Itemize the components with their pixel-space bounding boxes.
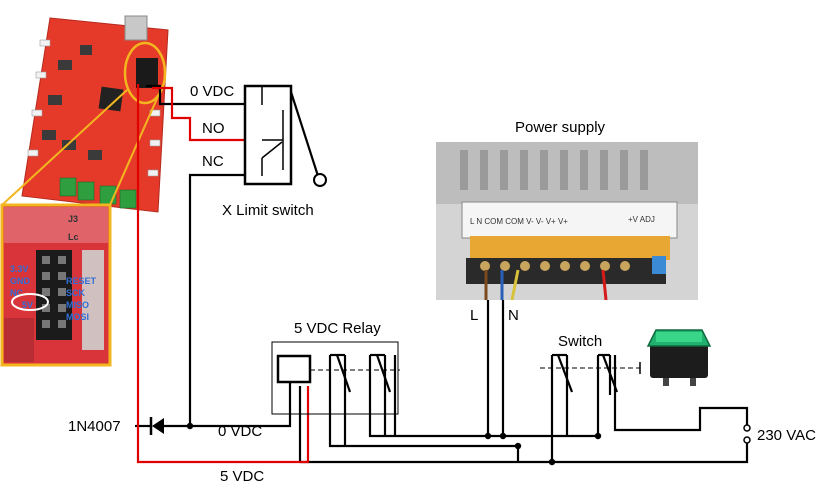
psu-terminal-legend: L N COM COM V- V- V+ V+ <box>470 217 568 226</box>
pin-label-sck: SCK <box>66 288 86 298</box>
pin-label-gnd: GND <box>10 276 31 286</box>
limit-switch <box>243 84 327 187</box>
exp-header-icon <box>136 58 158 88</box>
label-limit-switch: X Limit switch <box>222 202 314 219</box>
voltage-trimmer-icon <box>652 256 666 274</box>
relay-coil-icon <box>276 354 312 384</box>
power-supply-photo: L N COM COM V- V- V+ V+ +V ADJ <box>436 142 698 301</box>
screw-terminals <box>59 177 137 209</box>
junction-dots <box>186 422 602 466</box>
pin-label-nc: NC <box>10 288 23 298</box>
label-l: L <box>470 307 478 324</box>
callout-line-right <box>109 84 164 206</box>
diode-icon <box>149 417 164 435</box>
label-230vac: 230 VAC <box>757 427 816 444</box>
header-label-j3: J3 <box>68 214 78 224</box>
label-5vdc: 5 VDC <box>220 468 264 485</box>
microcontroller-chip-icon <box>98 86 124 112</box>
5v-pin-highlight <box>11 293 49 311</box>
label-diode: 1N4007 <box>68 418 121 435</box>
header-zoom-inset: J3 Lc 3.3V GND NC 5V RESET SCK MISO MOSI <box>0 203 112 367</box>
label-0vdc-bottom: 0 VDC <box>218 423 262 440</box>
label-0vdc-top: 0 VDC <box>190 83 234 100</box>
label-no: NO <box>202 120 225 137</box>
label-n: N <box>508 307 519 324</box>
double-pole-switch <box>540 353 641 436</box>
pin-label-mosi: MOSI <box>66 312 89 322</box>
roller-icon <box>313 173 327 187</box>
callout-line-left <box>1 89 128 206</box>
label-switch: Switch <box>558 333 602 350</box>
relay <box>271 341 400 446</box>
pin-label-5v: 5V <box>22 300 33 310</box>
pin-label-3v3: 3.3V <box>10 264 29 274</box>
rocker-switch-icon <box>646 329 712 386</box>
usb-port-icon <box>124 15 148 41</box>
psu-adj-badge: +V ADJ <box>628 215 655 224</box>
controller-board <box>21 15 169 213</box>
header-label-lc: Lc <box>68 232 79 242</box>
pin-label-miso: MISO <box>66 300 89 310</box>
pin-label-reset: RESET <box>66 276 97 286</box>
label-power-supply: Power supply <box>515 119 606 136</box>
label-relay: 5 VDC Relay <box>294 320 381 337</box>
lever-arm <box>289 91 320 177</box>
mains-terminals <box>743 424 751 444</box>
header-highlight-circle <box>123 41 167 105</box>
label-nc: NC <box>202 153 224 170</box>
red-wires <box>136 84 310 464</box>
